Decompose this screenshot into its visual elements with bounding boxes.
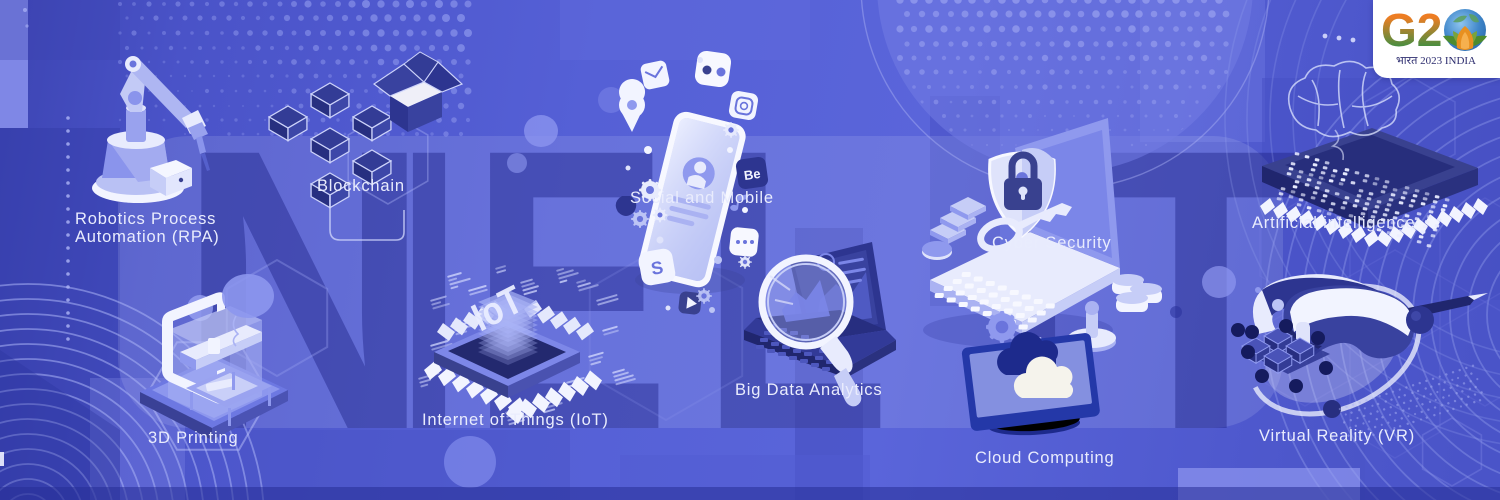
svg-text:E: E — [470, 66, 670, 500]
svg-text:I: I — [398, 66, 460, 500]
svg-text:S: S — [650, 257, 665, 279]
svg-text:भारत 2023 INDIA: भारत 2023 INDIA — [1396, 55, 1476, 67]
svg-text:Be: Be — [743, 166, 762, 183]
svg-text:G2: G2 — [1381, 4, 1442, 56]
